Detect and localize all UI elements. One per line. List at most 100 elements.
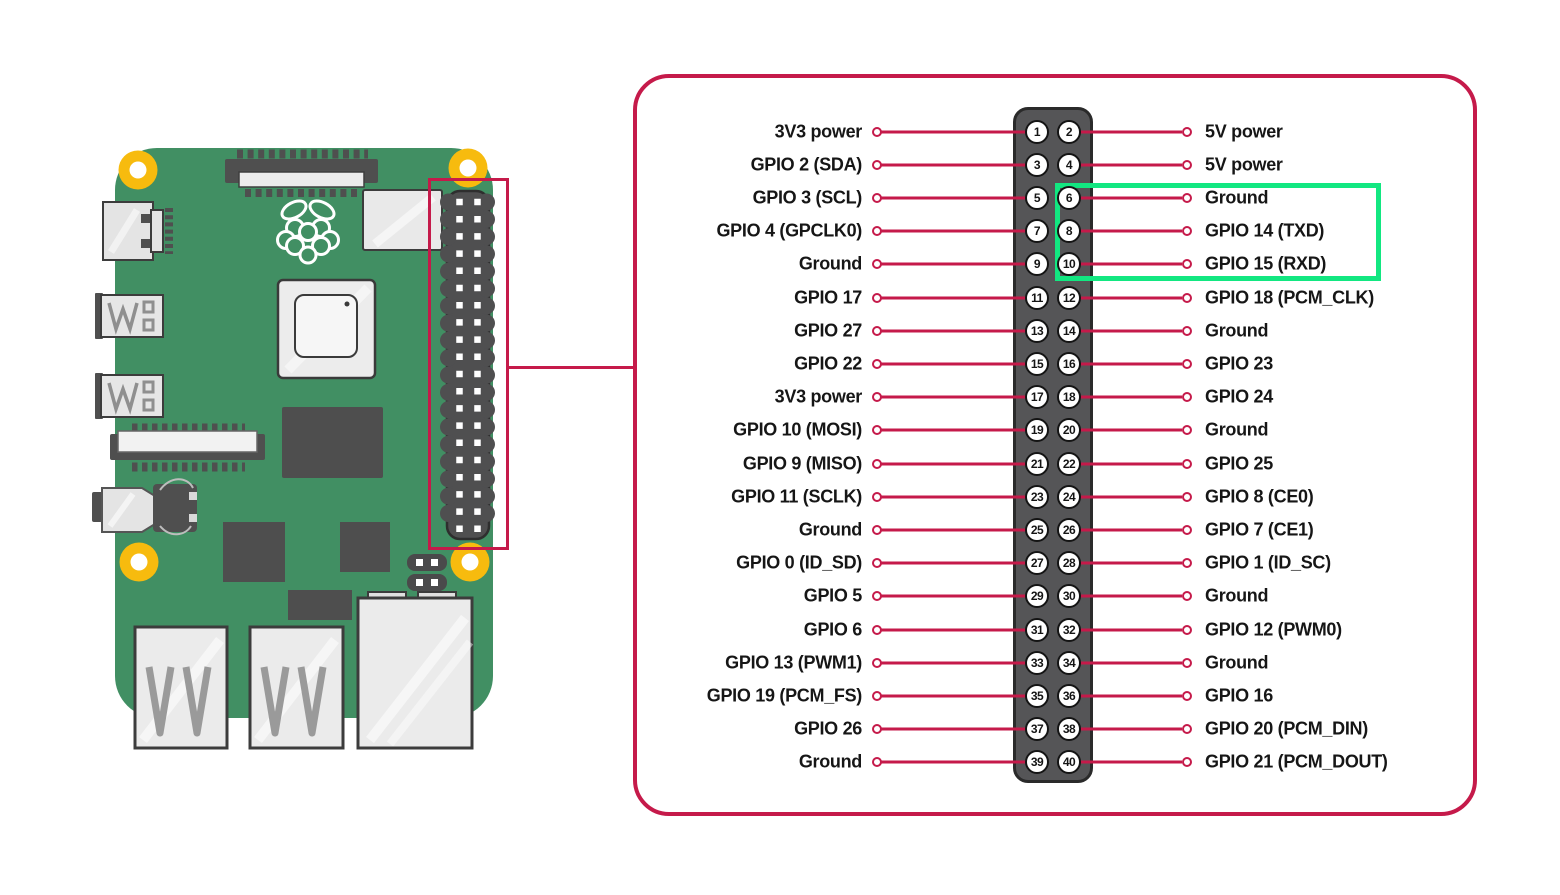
pin-row: Ground 9 10 GPIO 15 (RXD) (637, 247, 1473, 281)
pin-label-left: GPIO 22 (794, 353, 862, 374)
pin-rows: 3V3 power 1 2 5V power GPIO 2 (SDA) 3 4 … (637, 78, 1473, 812)
wire-line (1069, 262, 1182, 266)
pin-number-odd: 21 (1025, 451, 1049, 476)
wire-line (881, 262, 1037, 266)
wire-line (881, 130, 1037, 133)
pin-row: GPIO 27 13 14 Ground (637, 314, 1473, 348)
wire-line (881, 428, 1037, 432)
pin-number-odd: 27 (1025, 551, 1049, 576)
wire-line (1069, 130, 1182, 133)
pin-number-even: 16 (1057, 351, 1081, 376)
wire-line (1069, 661, 1182, 665)
pin-label-left: GPIO 17 (794, 287, 862, 308)
pin-label-left: GPIO 0 (ID_SD) (736, 552, 862, 573)
wire-line (1069, 594, 1182, 598)
raspberry-pi-logo-icon (276, 199, 340, 265)
usb-stack-port-icon (133, 625, 229, 750)
soc-chip-icon (276, 278, 377, 380)
wire-line (881, 395, 1037, 399)
wire-dot-icon (1182, 292, 1192, 303)
pin-number-odd: 31 (1025, 617, 1049, 642)
wire-dot-icon (1182, 159, 1192, 170)
pin-label-right: GPIO 24 (1205, 386, 1273, 407)
audio-jack-icon (92, 478, 197, 536)
pin-number-even: 12 (1057, 285, 1081, 310)
wire-line (1069, 196, 1182, 200)
pin-row: 3V3 power 17 18 GPIO 24 (637, 380, 1473, 414)
pin-label-left: Ground (798, 751, 862, 772)
usb-stack-port-icon-2 (248, 625, 345, 750)
pin-row: GPIO 26 37 38 GPIO 20 (PCM_DIN) (637, 712, 1473, 746)
pin-row: 3V3 power 1 2 5V power (637, 115, 1473, 149)
wire-line (881, 727, 1037, 731)
pin-label-right: GPIO 8 (CE0) (1205, 486, 1314, 507)
gpio-header-icon (440, 189, 495, 541)
pin-number-odd: 25 (1025, 518, 1049, 543)
pin-label-right: GPIO 1 (ID_SC) (1205, 552, 1331, 573)
wire-dot-icon (1182, 657, 1192, 668)
wire-dot-icon (1182, 624, 1192, 635)
wire-line (1069, 727, 1182, 731)
wire-dot-icon (1182, 691, 1192, 702)
pin-number-even: 32 (1057, 617, 1081, 642)
pin-number-odd: 13 (1025, 318, 1049, 343)
pin-number-even: 6 (1057, 185, 1081, 210)
pin-label-right: 5V power (1205, 154, 1283, 175)
pin-label-left: GPIO 3 (SCL) (752, 187, 863, 208)
pin-number-odd: 33 (1025, 650, 1049, 675)
pin-label-left: GPIO 13 (PWM1) (725, 652, 862, 673)
pin-number-even: 8 (1057, 219, 1081, 244)
wire-line (1069, 561, 1182, 565)
pin-label-right: GPIO 12 (PWM0) (1205, 619, 1342, 640)
pin-label-left: GPIO 5 (803, 585, 863, 606)
pin-number-even: 26 (1057, 518, 1081, 543)
pin-row: GPIO 19 (PCM_FS) 35 36 GPIO 16 (637, 679, 1473, 713)
ethernet-port-icon (356, 591, 474, 750)
pin-label-right: GPIO 14 (TXD) (1205, 220, 1325, 241)
pin-label-left: Ground (798, 253, 862, 274)
pin-number-odd: 37 (1025, 717, 1049, 742)
wire-dot-icon (1182, 192, 1192, 203)
pin-row: GPIO 11 (SCLK) 23 24 GPIO 8 (CE0) (637, 480, 1473, 514)
wire-line (881, 528, 1037, 532)
pin-number-even: 20 (1057, 418, 1081, 443)
wire-line (881, 495, 1037, 499)
wire-dot-icon (1182, 591, 1192, 602)
pin-label-left: Ground (798, 519, 862, 540)
pin-label-right: GPIO 16 (1205, 685, 1273, 706)
wire-dot-icon (1182, 491, 1192, 502)
pin-row: GPIO 22 15 16 GPIO 23 (637, 347, 1473, 381)
wire-dot-icon (1182, 358, 1192, 369)
pin-number-even: 38 (1057, 717, 1081, 742)
usb-power-port-icon (95, 293, 164, 339)
pin-label-right: GPIO 20 (PCM_DIN) (1205, 718, 1368, 739)
pin-label-left: 3V3 power (774, 386, 863, 407)
pin-label-right: GPIO 23 (1205, 353, 1273, 374)
pin-label-left: GPIO 2 (SDA) (750, 154, 863, 175)
pin-number-even: 14 (1057, 318, 1081, 343)
wire-dot-icon (1182, 126, 1192, 137)
wire-dot-icon (1182, 392, 1192, 403)
wire-line (1069, 428, 1182, 432)
wire-dot-icon (1182, 325, 1192, 336)
pin-number-odd: 19 (1025, 418, 1049, 443)
callout-connector-line (509, 366, 633, 369)
wire-dot-icon (1182, 525, 1192, 536)
pin-label-right: Ground (1205, 320, 1269, 341)
pin-label-right: GPIO 7 (CE1) (1205, 519, 1314, 540)
pin-row: GPIO 2 (SDA) 3 4 5V power (637, 148, 1473, 182)
pin-number-odd: 7 (1025, 219, 1049, 244)
wire-line (881, 329, 1037, 333)
pin-number-odd: 15 (1025, 351, 1049, 376)
pin-label-left: GPIO 26 (794, 718, 862, 739)
pin-label-left: GPIO 4 (GPCLK0) (716, 220, 862, 241)
pin-number-odd: 35 (1025, 684, 1049, 709)
pin-label-left: GPIO 19 (PCM_FS) (706, 685, 863, 706)
usb-controller-chip-icon (282, 407, 383, 478)
pin-number-even: 24 (1057, 484, 1081, 509)
wire-line (1069, 395, 1182, 399)
wire-dot-icon (1182, 558, 1192, 569)
pin-number-even: 18 (1057, 385, 1081, 410)
gpio-header-diagram (1013, 107, 1093, 783)
